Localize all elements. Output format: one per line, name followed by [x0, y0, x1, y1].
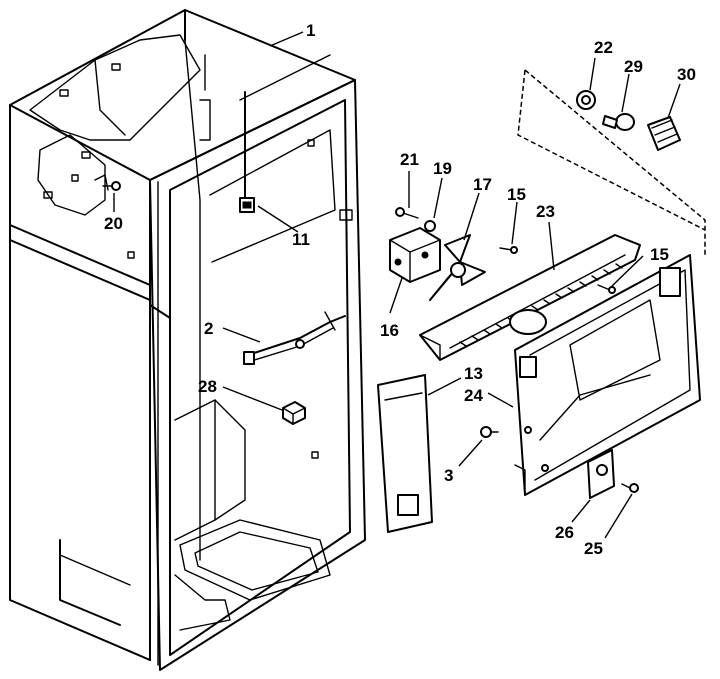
- leader-lines: [113, 31, 681, 539]
- callout-1: 1: [306, 21, 315, 40]
- callouts: 1 20 11 2 28 21 19 17 15 23 15 16 22 29 …: [104, 21, 696, 558]
- callout-3: 3: [444, 466, 453, 485]
- part-11-clip: [239, 91, 255, 213]
- callout-11: 11: [292, 230, 310, 249]
- part-24-rear-panel: [514, 254, 701, 496]
- part-25-screw: [621, 483, 639, 493]
- callout-16: 16: [380, 321, 399, 340]
- part-13-duct: [377, 374, 433, 533]
- callout-13: 13: [464, 364, 483, 383]
- callout-25: 25: [584, 539, 603, 558]
- part-28-block: [282, 401, 306, 425]
- callout-26: 26: [555, 523, 574, 542]
- callout-29: 29: [624, 57, 643, 76]
- part-23-air-channel: [419, 234, 641, 361]
- part-20-screw: [102, 181, 121, 191]
- callout-24: 24: [464, 386, 483, 405]
- part-2-harness: [243, 311, 346, 365]
- callout-19: 19: [433, 159, 452, 178]
- callout-30: 30: [677, 65, 696, 84]
- callout-17: 17: [473, 175, 492, 194]
- callout-28: 28: [198, 377, 217, 396]
- callout-15a: 15: [507, 185, 526, 204]
- callout-15b: 15: [650, 245, 669, 264]
- callout-23: 23: [536, 202, 555, 221]
- callout-2: 2: [204, 319, 213, 338]
- callout-21: 21: [400, 150, 419, 169]
- light-assembly: [517, 69, 706, 255]
- part-3-screw: [480, 426, 499, 438]
- fan-motor-assembly: [389, 207, 616, 301]
- part-26-cover: [587, 449, 615, 499]
- callout-20: 20: [104, 214, 123, 233]
- cabinet-liner: [9, 9, 366, 671]
- callout-22: 22: [594, 38, 613, 57]
